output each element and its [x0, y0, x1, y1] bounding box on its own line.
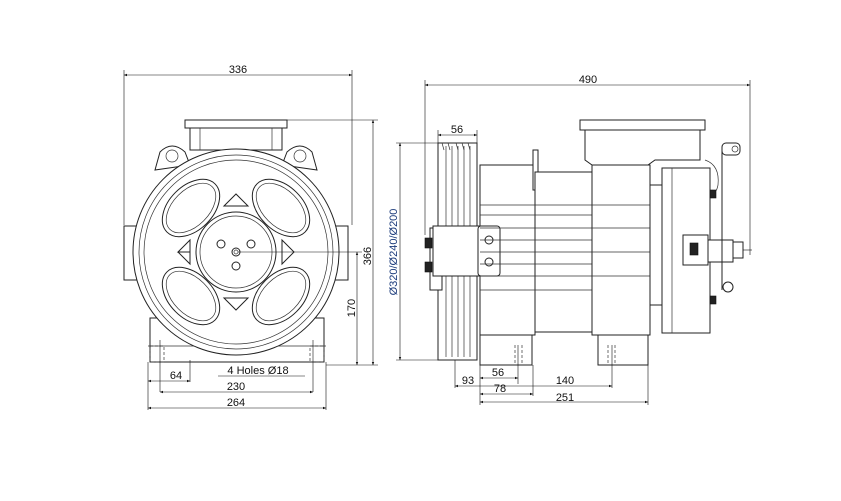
release-lever-knob	[722, 281, 734, 293]
right-lifting-lug	[281, 145, 318, 171]
arrow-up-mark	[222, 193, 250, 207]
bearing-block	[432, 225, 480, 277]
terminal-box	[189, 127, 283, 151]
dim-93: 93	[462, 375, 474, 387]
dim-336: 336	[229, 64, 247, 76]
front-view: 336 366 170 64 4 Holes Ø18 230 264	[123, 64, 378, 410]
dim-78: 78	[494, 383, 506, 395]
dim-251: 251	[556, 392, 574, 404]
dim-230: 230	[227, 381, 245, 393]
front-foot	[479, 334, 533, 366]
dim-490: 490	[579, 74, 597, 86]
terminal-box-lid	[184, 119, 288, 129]
arrow-down-mark	[222, 297, 250, 311]
holes-note: 4 Holes Ø18	[227, 365, 288, 377]
release-lever-eye	[721, 142, 741, 156]
rear-foot	[597, 334, 649, 366]
arrow-left-mark	[176, 238, 191, 266]
dim-56: 56	[492, 367, 504, 379]
dim-64: 64	[170, 370, 182, 382]
dim-pulley-56: 56	[451, 124, 463, 136]
dim-264: 264	[227, 397, 245, 409]
side-view: 490 56 Ø320/Ø240/Ø200 93 56 140 78 251	[388, 74, 752, 405]
terminal-box-side	[584, 129, 701, 166]
ventilation-windows	[161, 178, 311, 326]
dim-366: 366	[362, 247, 374, 265]
rear-housing	[591, 164, 651, 336]
left-lifting-lug	[154, 145, 191, 171]
dim-140: 140	[556, 375, 574, 387]
dim-pulley-diameters: Ø320/Ø240/Ø200	[388, 209, 400, 296]
cable-gland	[732, 241, 744, 259]
dim-170: 170	[346, 299, 358, 317]
terminal-box-lid-side	[579, 119, 706, 131]
